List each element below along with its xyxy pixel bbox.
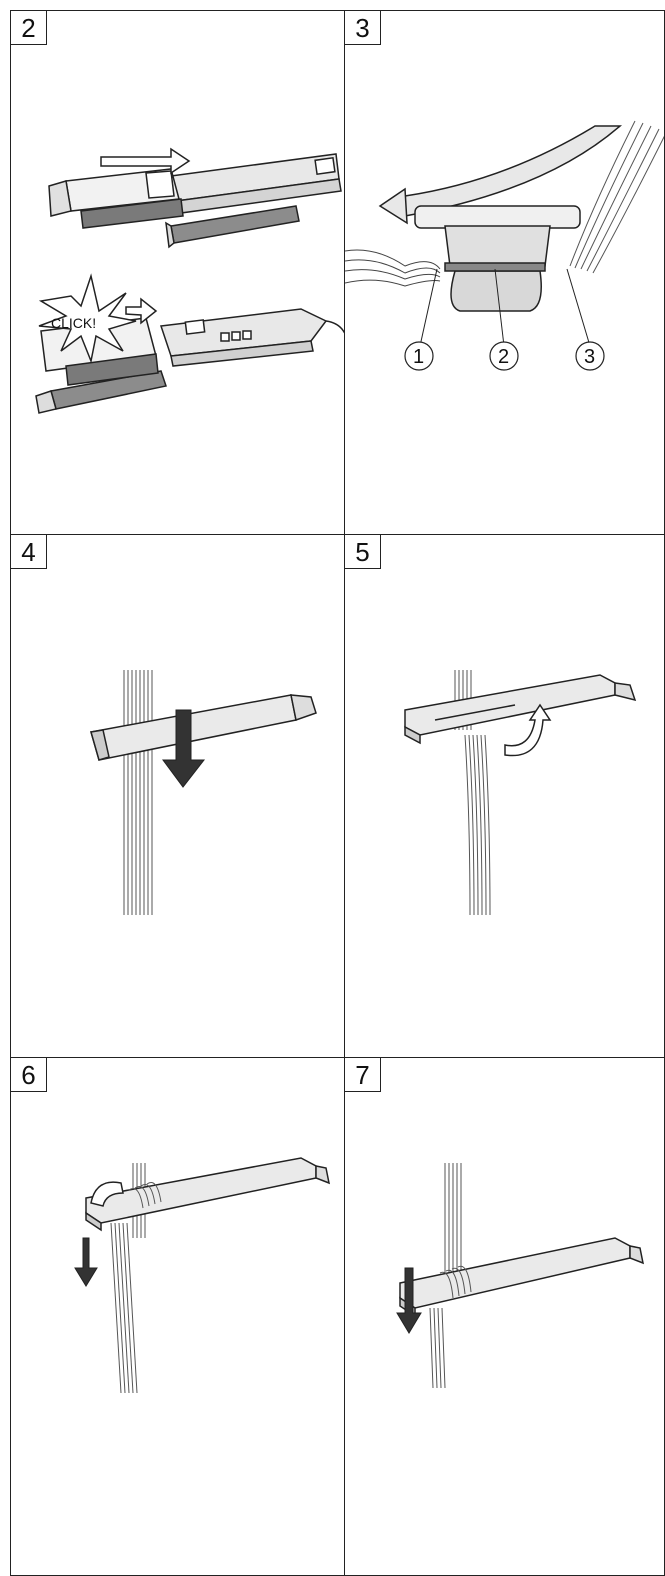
straightener-device	[399, 1237, 645, 1318]
down-arrow	[74, 1237, 98, 1287]
hair-wrap	[128, 1182, 162, 1209]
brush-attachment-illustration: CLICK!	[35, 147, 344, 414]
hair-strand-right	[569, 120, 664, 274]
curved-direction-arrow	[378, 125, 623, 225]
hair-strand-left	[345, 249, 441, 287]
panel-step-2: 2	[10, 10, 345, 535]
callout-3	[575, 341, 605, 371]
step-number: 5	[345, 535, 381, 569]
hair-wrap	[439, 1265, 472, 1299]
rotate-straightener-illustration	[404, 670, 637, 916]
pull-down-illustration	[396, 1163, 645, 1389]
straightener-device	[404, 674, 637, 745]
down-arrow	[396, 1267, 422, 1334]
callout-label-3: 3	[584, 346, 595, 368]
slide-arrow	[100, 147, 191, 175]
callout-lines	[419, 268, 591, 347]
wrap-hair-illustration	[74, 1157, 331, 1394]
step-number: 6	[11, 1058, 47, 1092]
click-arrow	[125, 297, 158, 325]
panel-step-6: 6	[10, 1057, 345, 1576]
brush-attachment-front	[414, 205, 581, 312]
callout-label-1: 1	[413, 346, 424, 368]
straightener-with-brush-top	[48, 153, 342, 249]
panel-step-4: 4	[10, 534, 345, 1058]
step-number: 2	[11, 11, 47, 45]
down-arrow	[162, 709, 206, 788]
hair-strand	[123, 670, 153, 915]
panel-step-3: 3	[344, 10, 665, 535]
callout-2	[489, 341, 519, 371]
hair-strand-down	[429, 1307, 446, 1389]
hair-through-brush-illustration: 1 2 3	[345, 120, 664, 371]
click-burst	[38, 273, 137, 364]
hair-strand-up	[444, 1163, 462, 1273]
callout-1	[404, 341, 434, 371]
step-number: 7	[345, 1058, 381, 1092]
clamp-hair-illustration	[90, 670, 317, 915]
hair-strand-down	[110, 1222, 138, 1394]
closed-straightener	[90, 694, 317, 761]
panel-step-7: 7	[344, 1057, 665, 1576]
step-number: 4	[11, 535, 47, 569]
step-number: 3	[345, 11, 381, 45]
rotate-arrow	[504, 703, 552, 757]
wrap-arrow	[90, 1181, 124, 1207]
panel-step-5: 5	[344, 534, 665, 1058]
callout-label-2: 2	[498, 346, 509, 368]
straightener-device	[85, 1157, 331, 1232]
click-label: CLICK!	[51, 315, 96, 331]
